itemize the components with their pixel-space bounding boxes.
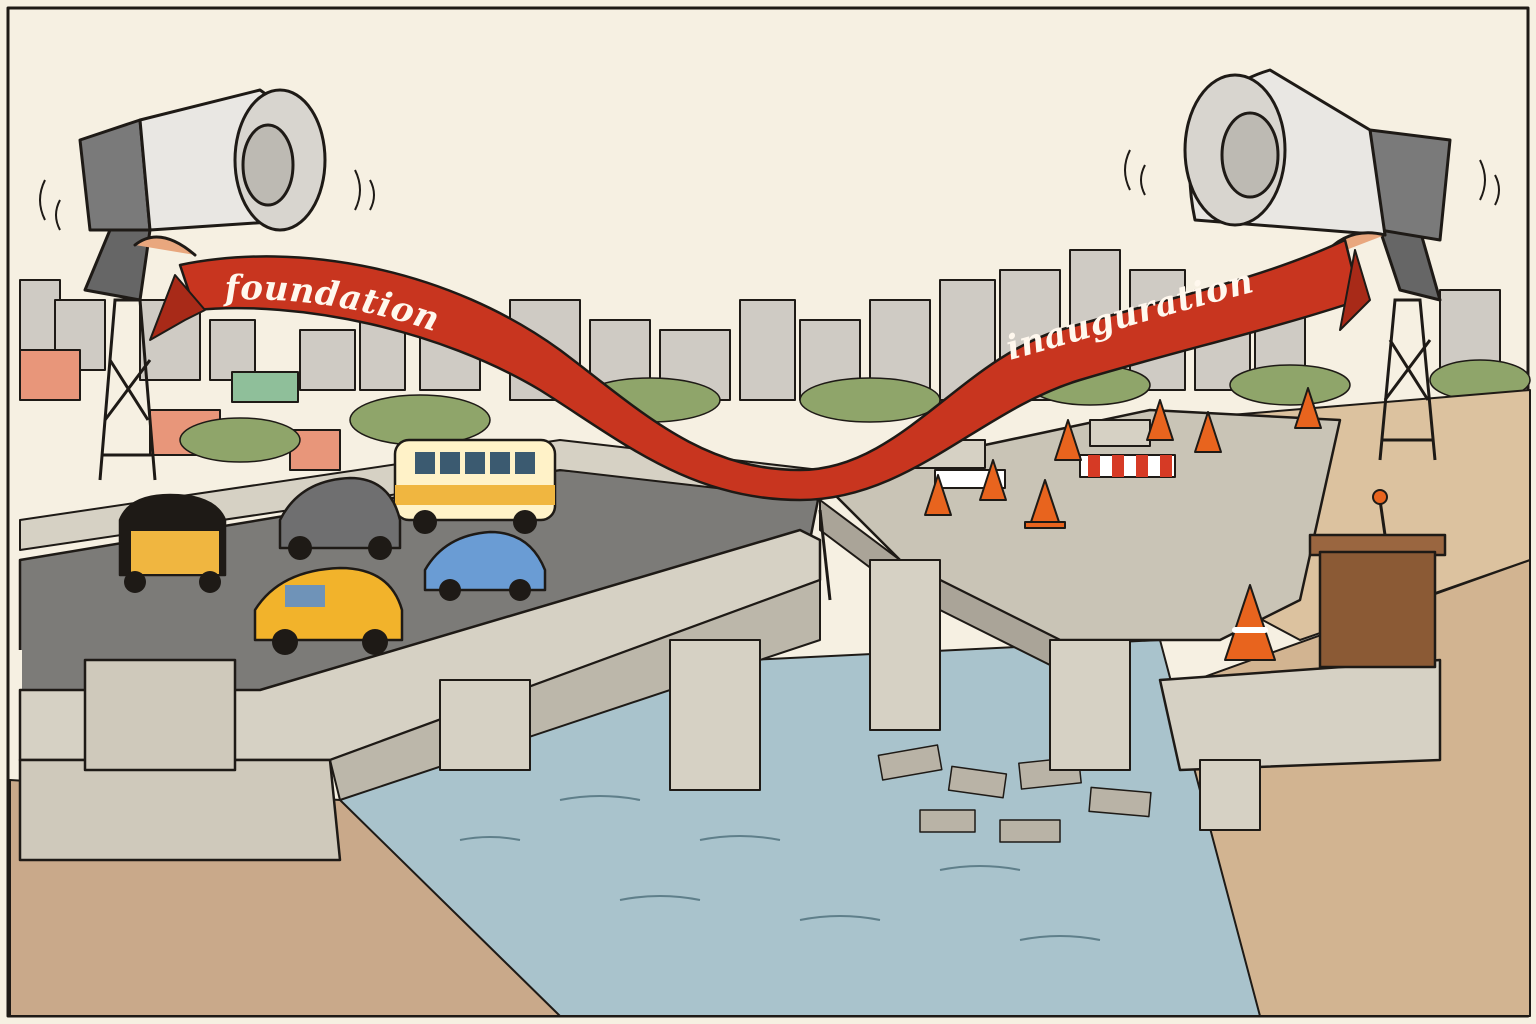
bridge-pier bbox=[439, 679, 531, 771]
gray-car-icon bbox=[278, 476, 402, 560]
traffic-cone-icon bbox=[1294, 387, 1322, 429]
bus-icon bbox=[393, 438, 557, 534]
traffic-cone-icon bbox=[1054, 419, 1082, 461]
traffic-cones bbox=[924, 387, 1322, 661]
yellow-taxi-icon bbox=[253, 566, 404, 655]
auto-rickshaw-icon bbox=[118, 493, 227, 593]
megaphone-icon bbox=[78, 88, 327, 302]
broken-pier bbox=[1049, 639, 1131, 771]
left-tower bbox=[98, 298, 157, 481]
traffic-cone-icon bbox=[979, 459, 1007, 501]
podium-icon bbox=[1308, 489, 1447, 669]
abutment bbox=[18, 758, 342, 862]
broken-pier bbox=[869, 559, 941, 731]
traffic-cone-icon bbox=[1224, 584, 1276, 661]
traffic-cone-icon bbox=[1194, 411, 1222, 453]
bridge-pier bbox=[669, 639, 761, 791]
right-tower bbox=[1378, 298, 1437, 461]
vibration-lines bbox=[39, 149, 1500, 231]
stone-block bbox=[83, 658, 237, 772]
megaphone-icon bbox=[1183, 68, 1452, 302]
traffic-cone-icon bbox=[1024, 479, 1066, 529]
traffic-cone-icon bbox=[1146, 399, 1174, 441]
warning-sign bbox=[1089, 419, 1151, 447]
rubble-stones bbox=[877, 744, 1152, 843]
podium-platform bbox=[1158, 658, 1442, 772]
traffic-cone-icon bbox=[924, 474, 952, 516]
blue-car-icon bbox=[423, 530, 547, 601]
traffic bbox=[118, 438, 557, 655]
tree-line bbox=[179, 359, 1531, 463]
